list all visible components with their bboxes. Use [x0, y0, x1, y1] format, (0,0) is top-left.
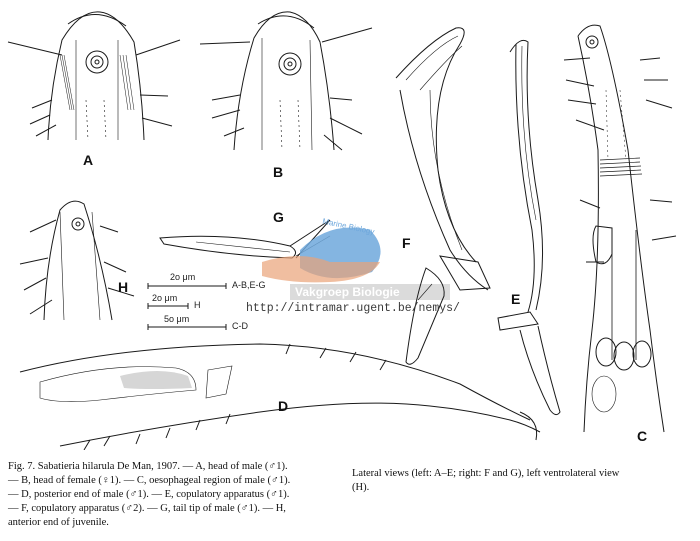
- caption-line: — D, posterior end of male (♂1). — E, co…: [8, 489, 290, 500]
- figure-plate: [7, 11, 677, 450]
- scale-bar-value: 2o μm: [170, 272, 196, 282]
- watermark-band-text: Vakgroep Biologie: [295, 285, 400, 299]
- drawing-head-female-B: [199, 11, 373, 151]
- panel-label-c: C: [637, 428, 648, 444]
- drawing-copulatory-apparatus-F: [395, 27, 491, 365]
- drawing-head-male-A: [7, 11, 181, 141]
- drawing-copulatory-apparatus-E: [497, 39, 561, 416]
- panel-label-h: H: [118, 279, 129, 295]
- figure-caption: Fig. 7. Sabatieria hilarula De Man, 1907…: [8, 460, 348, 530]
- scale-bar-applies: C-D: [232, 321, 248, 331]
- scale-bar-value: 2o μm: [152, 293, 178, 303]
- scale-bar-value: 5o μm: [164, 314, 190, 324]
- drawing-oesophageal-region-C: [563, 24, 677, 433]
- watermark-url: http://intramar.ugent.be/nemys/: [246, 302, 460, 315]
- scale-bars: [147, 283, 227, 330]
- scale-bar-applies: H: [194, 300, 201, 310]
- caption-line: anterior end of juvenile.: [8, 517, 109, 528]
- drawing-anterior-juvenile-H: [19, 200, 135, 321]
- panel-label-f: F: [402, 235, 411, 251]
- caption-line: (H).: [352, 482, 370, 493]
- caption-line: — B, head of female (♀1). — C, oesophage…: [8, 475, 291, 486]
- drawing-posterior-end-D: [19, 343, 541, 450]
- panel-label-g: G: [273, 209, 284, 225]
- scale-bar-applies: A-B,E-G: [232, 280, 266, 290]
- figure-caption-views: Lateral views (left: A–E; right: F and G…: [352, 467, 692, 495]
- panel-label-e: E: [511, 291, 521, 307]
- caption-line: — F, copulatory apparatus (♂2). — G, tai…: [8, 503, 286, 514]
- panel-label-d: D: [278, 398, 289, 414]
- panel-label-a: A: [83, 152, 94, 168]
- caption-line: Lateral views (left: A–E; right: F and G…: [352, 468, 620, 479]
- panel-label-b: B: [273, 164, 284, 180]
- caption-line: Fig. 7. Sabatieria hilarula De Man, 1907…: [8, 461, 288, 472]
- watermark-logo: [262, 227, 450, 300]
